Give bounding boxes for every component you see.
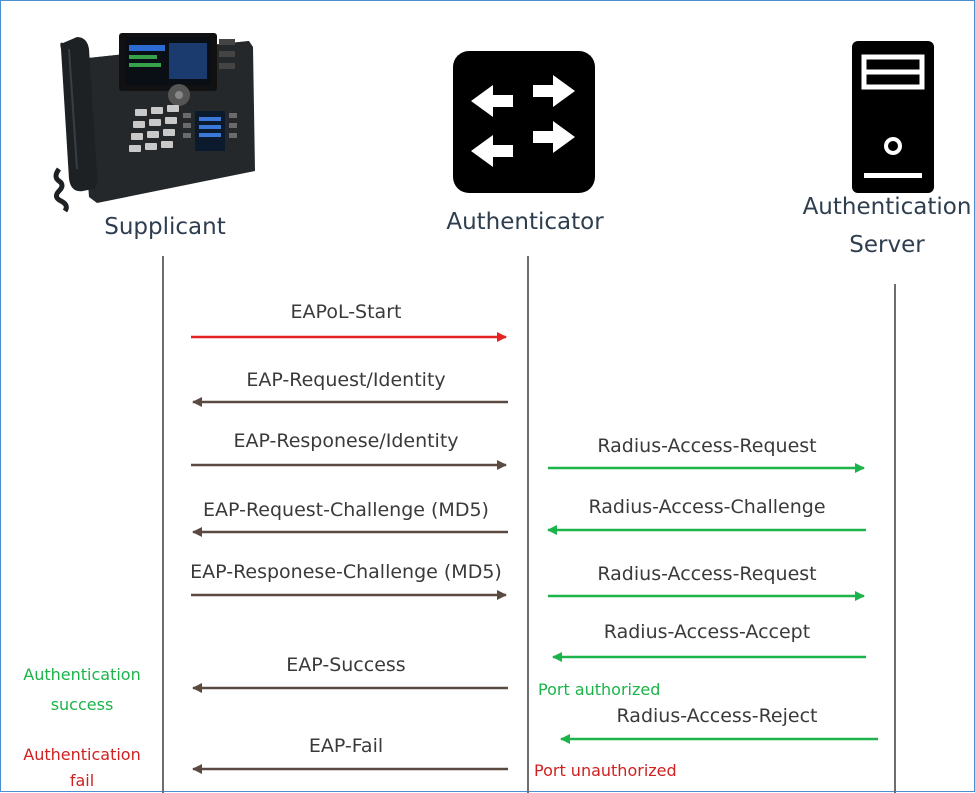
label-radius-access-reject: Radius-Access-Reject (616, 705, 818, 727)
authenticator-lifeline (527, 256, 529, 793)
label-eapol-start: EAPoL-Start (290, 301, 402, 323)
actor-server-label-line1: Authentication (802, 194, 972, 220)
label-radius-access-accept: Radius-Access-Accept (603, 621, 811, 643)
label-radius-access-request-1: Radius-Access-Request (597, 435, 817, 457)
actor-server-label-line2: Server (849, 232, 925, 258)
ip-phone-icon (53, 33, 255, 213)
supplicant-lifeline (162, 256, 164, 793)
actor-authenticator-label: Authenticator (446, 209, 604, 235)
label-eap-success: EAP-Success (286, 654, 406, 676)
note-auth-success-line2: success (50, 695, 114, 714)
note-port-unauthorized: Port unauthorized (534, 761, 677, 780)
label-eap-response-identity: EAP-Responese/Identity (233, 430, 459, 452)
server-lifeline (894, 284, 896, 793)
label-radius-access-request-2: Radius-Access-Request (597, 563, 817, 585)
server-tower-icon (852, 41, 934, 193)
label-eap-request-challenge: EAP-Request-Challenge (MD5) (203, 499, 489, 521)
label-eap-fail: EAP-Fail (308, 735, 384, 757)
label-eap-request-identity: EAP-Request/Identity (246, 369, 446, 391)
label-radius-access-challenge: Radius-Access-Challenge (588, 496, 826, 518)
note-auth-fail-line2: fail (69, 771, 95, 790)
note-port-authorized: Port authorized (538, 680, 661, 699)
note-auth-success-line1: Authentication (23, 665, 141, 684)
note-auth-fail-line1: Authentication (23, 745, 141, 764)
actor-supplicant-label: Supplicant (104, 214, 226, 240)
network-switch-icon (453, 51, 595, 193)
label-eap-response-challenge: EAP-Responese-Challenge (MD5) (190, 561, 502, 583)
